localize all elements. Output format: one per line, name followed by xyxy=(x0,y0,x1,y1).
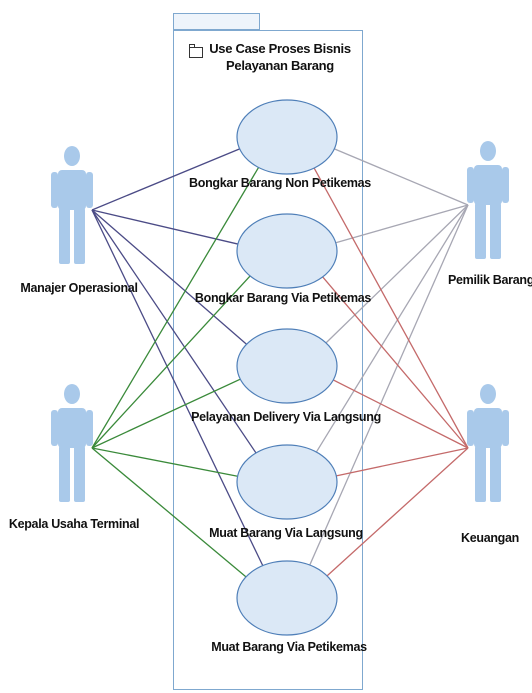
association-line-kepala-uc2 xyxy=(91,275,251,449)
use-case-ellipse-uc3[interactable] xyxy=(236,328,338,404)
use-case-ellipse-uc5[interactable] xyxy=(236,560,338,636)
association-line-kepala-uc4 xyxy=(91,447,238,477)
actor-figure-pemilik[interactable] xyxy=(467,141,509,259)
association-line-manajer-uc3 xyxy=(91,209,247,345)
association-line-kepala-uc5 xyxy=(91,447,247,578)
association-line-pemilik-uc5 xyxy=(309,204,469,566)
actor-figure-manajer[interactable] xyxy=(51,146,93,264)
actor-label-manajer-operasional[interactable]: Manajer Operasional xyxy=(20,281,138,295)
association-line-manajer-uc2 xyxy=(91,209,239,245)
use-case-label-muat-via-langsung[interactable]: Muat Barang Via Langsung xyxy=(209,526,363,540)
association-line-pemilik-uc1 xyxy=(334,148,469,206)
association-line-keuangan-uc3 xyxy=(333,379,469,449)
association-line-keuangan-uc1 xyxy=(313,167,469,449)
use-case-ellipse-uc2[interactable] xyxy=(236,213,338,289)
actor-figure-kepala[interactable] xyxy=(51,384,93,502)
system-title: Use Case Proses Bisnis Pelayanan Barang xyxy=(209,41,351,73)
use-case-ellipse-uc4[interactable] xyxy=(236,444,338,520)
package-icon xyxy=(189,44,203,58)
use-case-label-bongkar-non-petikemas[interactable]: Bongkar Barang Non Petikemas xyxy=(189,176,371,190)
actor-figures xyxy=(51,141,509,502)
association-line-keuangan-uc5 xyxy=(326,447,469,577)
association-line-pemilik-uc2 xyxy=(335,204,469,244)
system-boundary-tab xyxy=(173,13,260,30)
association-line-kepala-uc1 xyxy=(91,167,260,449)
use-case-label-muat-via-petikemas[interactable]: Muat Barang Via Petikemas xyxy=(211,640,367,654)
association-line-keuangan-uc2 xyxy=(322,276,469,449)
association-line-manajer-uc1 xyxy=(91,148,240,211)
association-line-kepala-uc3 xyxy=(91,378,241,449)
use-case-ellipses xyxy=(236,99,338,636)
association-line-keuangan-uc4 xyxy=(336,447,469,477)
actor-label-pemilik-barang[interactable]: Pemilik Barang xyxy=(447,273,532,287)
actor-label-keuangan[interactable]: Keuangan xyxy=(460,531,520,545)
association-line-pemilik-uc3 xyxy=(325,204,469,344)
association-lines xyxy=(91,148,469,578)
actor-figure-keuangan[interactable] xyxy=(467,384,509,502)
association-line-manajer-uc4 xyxy=(91,209,257,454)
actor-label-kepala-usaha-terminal[interactable]: Kepala Usaha Terminal xyxy=(8,517,140,531)
association-line-pemilik-uc4 xyxy=(315,204,469,453)
association-line-manajer-uc5 xyxy=(91,209,264,566)
use-case-ellipse-uc1[interactable] xyxy=(236,99,338,175)
use-case-label-pelayanan-delivery[interactable]: Pelayanan Delivery Via Langsung xyxy=(191,410,381,424)
use-case-label-bongkar-via-petikemas[interactable]: Bongkar Barang Via Petikemas xyxy=(194,291,372,305)
